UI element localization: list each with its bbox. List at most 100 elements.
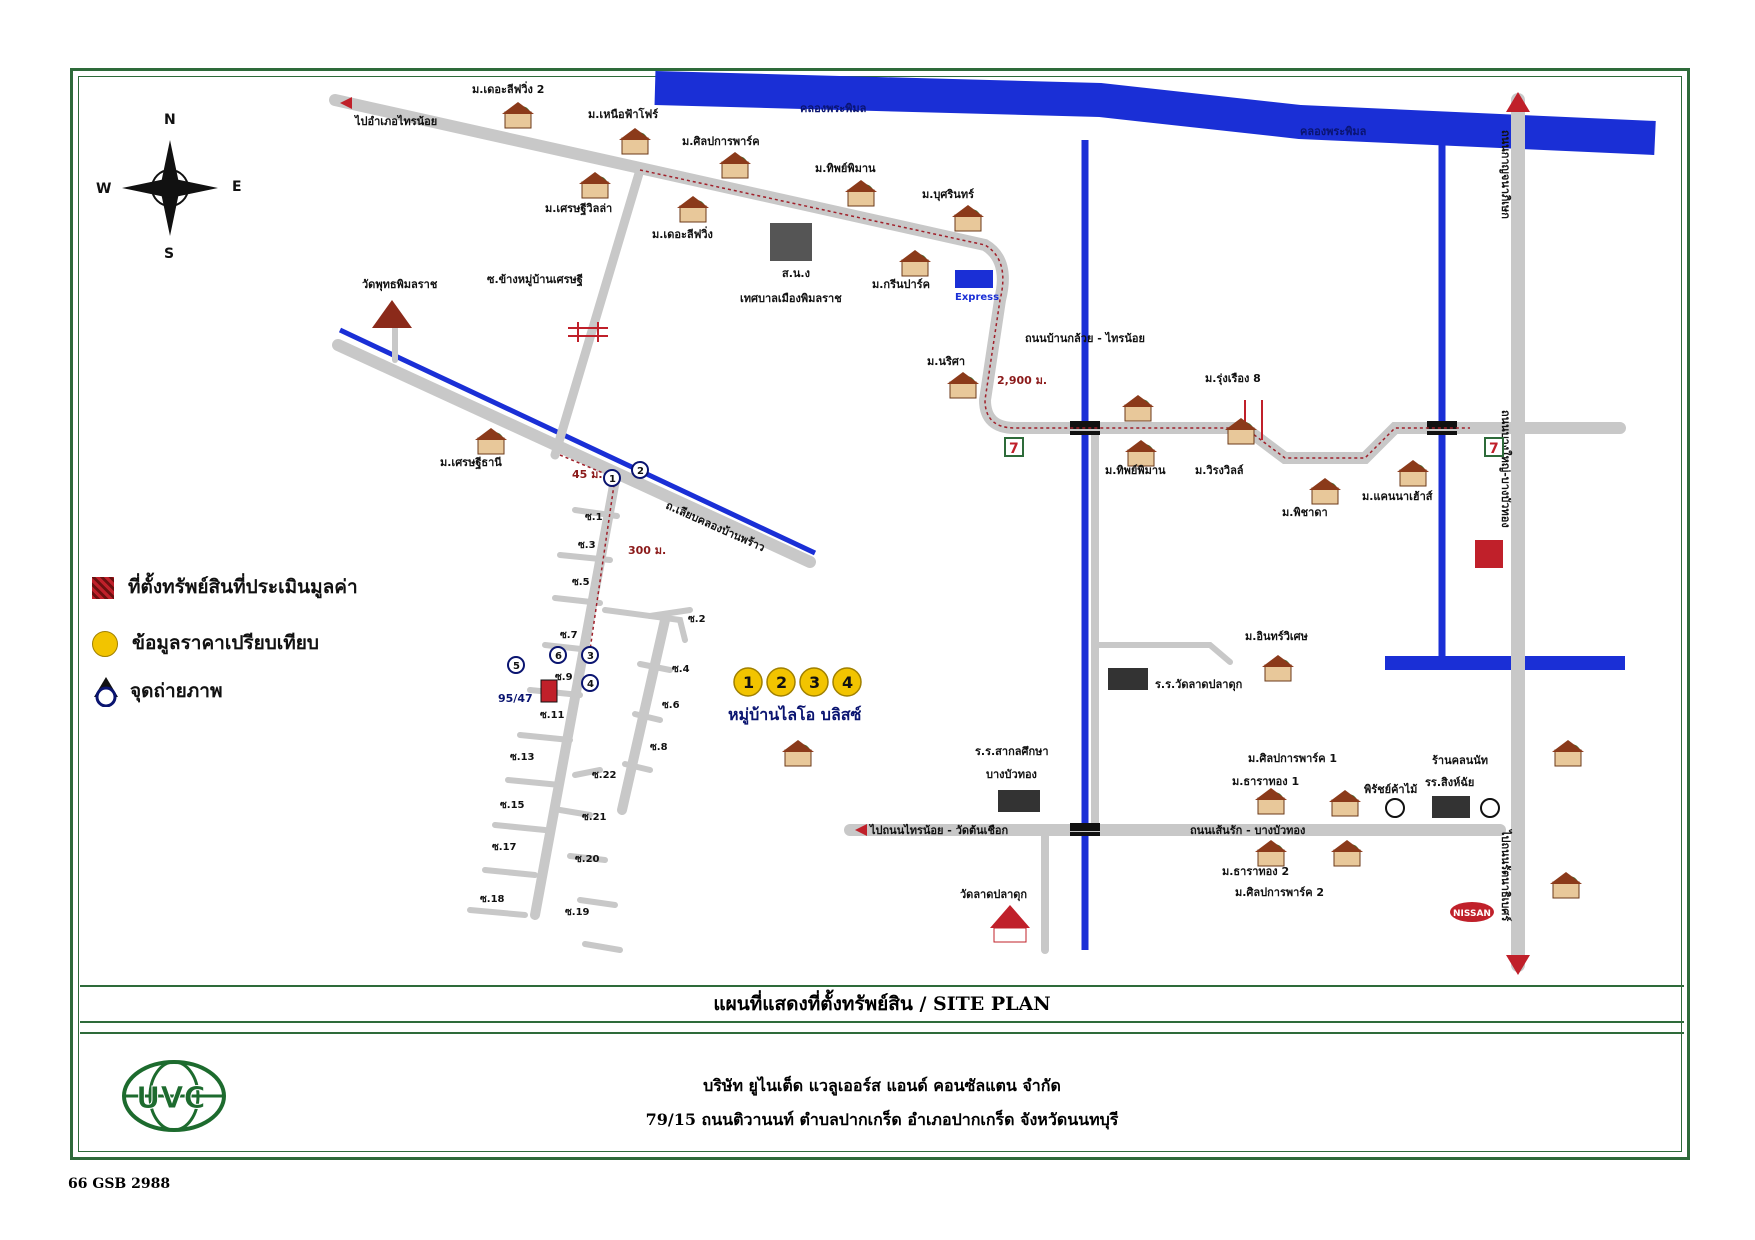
legend-subject-label: ที่ตั้งทรัพย์สินที่ประเมินมูลค่า bbox=[128, 576, 358, 598]
store-icon bbox=[1432, 796, 1470, 818]
legend-comparable-label: ข้อมูลราคาเปรียบเทียบ bbox=[132, 632, 319, 654]
label-school-sakol: ร.ร.สากลศึกษา bbox=[975, 745, 1049, 758]
photo-point-number: 4 bbox=[587, 679, 594, 690]
compass-s: S bbox=[164, 246, 174, 262]
building-icon bbox=[770, 223, 812, 261]
photo-point-number: 5 bbox=[513, 661, 520, 672]
title-band: แผนที่แสดงที่ตั้งทรัพย์สิน / SITE PLAN bbox=[80, 985, 1684, 1023]
label-sinlapa2: ม.ศิลปการพาร์ค 2 bbox=[1235, 886, 1324, 899]
soi-label: ซ.8 bbox=[650, 742, 668, 753]
soi-labels: ซ.1ซ.3ซ.5ซ.7ซ.9ซ.11ซ.13ซ.15ซ.17ซ.18ซ.19ซ… bbox=[480, 512, 706, 918]
fuel-icon bbox=[1385, 798, 1405, 818]
house-icon bbox=[1255, 788, 1287, 815]
company-address: 79/15 ถนนติวานนท์ ตำบลปากเกร็ด อำเภอปากเ… bbox=[645, 1110, 1119, 1129]
label-nuea-fa: ม.เหนือฟ้าโฟร์ bbox=[588, 107, 658, 121]
fuel-icon-2 bbox=[1480, 798, 1500, 818]
label-virongville: ม.วิรงวิลล์ bbox=[1195, 464, 1244, 477]
soi-label: ซ.4 bbox=[672, 664, 690, 675]
document-code: 66 GSB 2988 bbox=[68, 1176, 171, 1192]
house-icon bbox=[1255, 840, 1287, 867]
label-sinlapakorn: ม.ศิลปการพาร์ค bbox=[682, 135, 760, 148]
label-gas: ร้านคลนนัท bbox=[1432, 754, 1488, 767]
house-icon bbox=[719, 152, 751, 179]
legend-photo: จุดถ่ายภาพ bbox=[92, 676, 223, 707]
comparable-swatch bbox=[92, 630, 118, 657]
label-dist-45: 45 ม. bbox=[572, 468, 603, 481]
house-icon bbox=[1397, 460, 1429, 487]
label-the-lagoon2: ม.เดอะลีฟวิ่ง 2 bbox=[472, 81, 544, 96]
soi-label: ซ.1 bbox=[585, 512, 603, 523]
label-phisada: ม.พิชาดา bbox=[1282, 506, 1328, 519]
lotus-icon bbox=[955, 270, 993, 288]
bridges bbox=[1070, 421, 1457, 836]
comparable-number: 2 bbox=[776, 673, 787, 692]
compass-w: W bbox=[96, 181, 111, 197]
soi-label: ซ.21 bbox=[582, 812, 607, 823]
house-icon bbox=[845, 180, 877, 207]
label-school-plaluk: ร.ร.วัดลาดปลาดุก bbox=[1155, 678, 1243, 692]
photo-point-number: 2 bbox=[637, 466, 644, 477]
comparable-marker: 3 bbox=[799, 667, 829, 697]
label-wat: วัดพุทธพิมลราช bbox=[362, 278, 438, 292]
house-icon bbox=[475, 428, 507, 455]
house-icon bbox=[1122, 395, 1154, 422]
label-road-kluai-sai: ถนนบ้านกล้วย - ไทรน้อย bbox=[1025, 331, 1145, 345]
compass-e: E bbox=[232, 179, 242, 195]
legend-subject: ที่ตั้งทรัพย์สินที่ประเมินมูลค่า bbox=[92, 572, 358, 602]
comparable-number: 1 bbox=[743, 673, 754, 692]
legend-comparable: ข้อมูลราคาเปรียบเทียบ bbox=[92, 628, 319, 658]
label-to-sai-noi: ไปถนนไทรน้อย - วัดต้นเชือก bbox=[868, 823, 1009, 837]
house-icon bbox=[1331, 840, 1363, 867]
label-bunsri: ม.บุศรินทร์ bbox=[922, 188, 974, 202]
nissan-label: NISSAN bbox=[1453, 909, 1491, 919]
house-icon bbox=[899, 250, 931, 277]
house-icon bbox=[1552, 740, 1584, 767]
house-icons bbox=[475, 102, 1584, 899]
soi-label: ซ.20 bbox=[575, 854, 600, 865]
label-road-right2: ถนนบางใหญ่-บางบัวทอง bbox=[1499, 410, 1513, 528]
label-dist-300: 300 ม. bbox=[628, 544, 666, 557]
page-title: แผนที่แสดงที่ตั้งทรัพย์สิน / SITE PLAN bbox=[713, 993, 1051, 1015]
house-icon bbox=[947, 372, 979, 399]
svg-text:7: 7 bbox=[1009, 441, 1019, 457]
label-village: หมู่บ้านไลโอ บลิสซ์ bbox=[728, 704, 862, 726]
logo-text: UVC bbox=[136, 1081, 206, 1116]
label-to-bang-yai: ไปอำเภอไทรน้อย bbox=[353, 114, 437, 128]
photo-point-marker: 5 bbox=[507, 656, 525, 674]
photo-point-number: 6 bbox=[555, 651, 562, 662]
comparable-marker: 4 bbox=[832, 667, 862, 697]
soi-label: ซ.19 bbox=[565, 907, 590, 918]
label-lotus: Express bbox=[955, 292, 999, 303]
photo-points: 1 2 3 4 5 6 bbox=[507, 461, 649, 692]
inner-frame bbox=[78, 76, 1682, 1152]
house-icon bbox=[619, 128, 651, 155]
soi-label: ซ.3 bbox=[578, 540, 596, 551]
label-market-soi: ซ.ข้างหมู่บ้านเศรษฐี bbox=[487, 273, 583, 287]
soi-label: ซ.17 bbox=[492, 842, 517, 853]
label-tharathong1: ม.ธาราทอง 1 bbox=[1232, 775, 1299, 788]
soi-label: ซ.6 bbox=[662, 700, 680, 711]
soi-label: ซ.5 bbox=[572, 577, 590, 588]
photo-point-number: 1 bbox=[609, 474, 616, 485]
label-sinlapa1: ม.ศิลปการพาร์ค 1 bbox=[1248, 752, 1337, 765]
outer-frame bbox=[70, 68, 1690, 1160]
wat-icon bbox=[990, 905, 1030, 928]
photo-point-marker: 6 bbox=[549, 646, 567, 664]
house-icon bbox=[782, 740, 814, 767]
svg-text:7: 7 bbox=[1489, 441, 1499, 457]
compass-n: N bbox=[164, 112, 176, 128]
photo-point-marker: 2 bbox=[631, 461, 649, 479]
soi-label: ซ.15 bbox=[500, 800, 525, 811]
subject-swatch bbox=[92, 576, 114, 599]
label-school-bang: ส.น.ง bbox=[782, 267, 810, 280]
house-icon bbox=[1125, 440, 1157, 467]
routes bbox=[559, 169, 1470, 651]
label-sinsong: รร.สิงห์ฉัย bbox=[1425, 776, 1474, 789]
label-the-living: ม.เดอะลีฟวิ่ง bbox=[652, 226, 713, 241]
camera-point-icon bbox=[94, 676, 118, 707]
photo-point-marker: 3 bbox=[581, 646, 599, 664]
label-canal-top: คลองพระพิมล bbox=[800, 102, 867, 115]
nissan-icon bbox=[1450, 902, 1494, 922]
footer: UVC บริษัท ยูไนเต็ด แวลูเออร์ส แอนด์ คอน… bbox=[80, 1032, 1684, 1156]
label-narita: ม.นริศา bbox=[927, 355, 965, 368]
